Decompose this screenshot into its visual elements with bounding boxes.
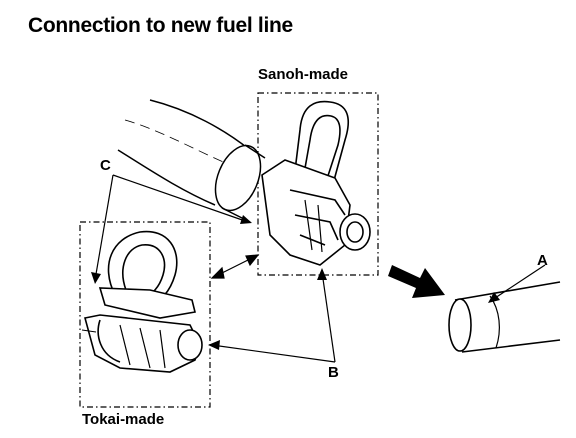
double-arrow	[210, 254, 260, 279]
page-title: Connection to new fuel line	[28, 14, 293, 37]
tokai-connector	[81, 230, 203, 373]
label-c: C	[100, 157, 111, 174]
tokai-made-label: Tokai-made	[82, 411, 165, 428]
leader-arrowheads	[91, 215, 500, 350]
sanoh-made-label: Sanoh-made	[258, 66, 349, 83]
new-fuel-line	[448, 281, 561, 353]
sanoh-box	[257, 92, 379, 276]
direction-arrow	[388, 265, 445, 298]
sanoh-connector	[261, 100, 371, 266]
leader-lines	[94, 174, 546, 363]
label-b: B	[328, 364, 339, 381]
tokai-box	[79, 221, 211, 408]
label-a: A	[537, 252, 548, 269]
